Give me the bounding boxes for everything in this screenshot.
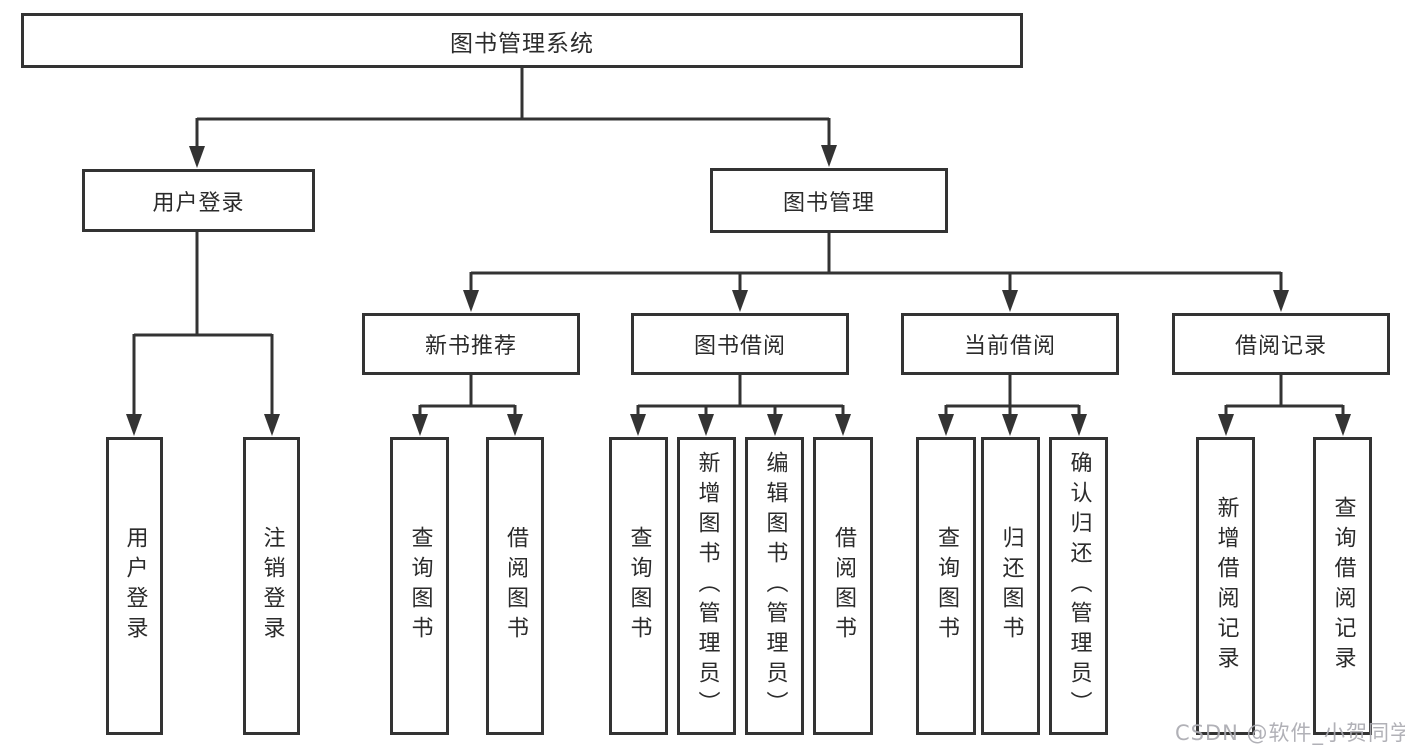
node-label: 图书借阅 (693, 334, 786, 359)
leaf-borrow-query-books: 查询图书 (609, 437, 668, 735)
node-label: 用户登录 (122, 526, 148, 646)
node-label: 编辑图书（管理员） (762, 451, 788, 721)
node-label: 借阅图书 (831, 526, 856, 646)
leaf-current-confirm-return-admin: 确认归还（管理员） (1049, 437, 1108, 735)
node-label: 借阅图书 (503, 526, 528, 646)
node-root-system: 图书管理系统 (21, 13, 1023, 68)
leaf-records-query-record: 查询借阅记录 (1313, 437, 1372, 735)
node-label: 注销登录 (259, 526, 285, 646)
leaf-records-add-record: 新增借阅记录 (1196, 437, 1255, 735)
node-label: 查询图书 (934, 526, 959, 646)
node-current-borrow: 当前借阅 (901, 313, 1119, 375)
node-label: 归还图书 (998, 526, 1024, 646)
leaf-recommend-borrow-books: 借阅图书 (486, 437, 544, 735)
node-label: 查询图书 (626, 526, 652, 646)
leaf-recommend-query-books: 查询图书 (390, 437, 449, 735)
node-label: 查询图书 (407, 526, 433, 646)
node-book-borrow: 图书借阅 (631, 313, 849, 375)
leaf-logout-login: 注销登录 (243, 437, 300, 735)
leaf-borrow-add-books-admin: 新增图书（管理员） (677, 437, 736, 735)
arrowheads (126, 145, 1351, 436)
node-label: 查询借阅记录 (1330, 496, 1356, 676)
leaf-current-return-books: 归还图书 (981, 437, 1040, 735)
node-label: 新增图书（管理员） (694, 451, 720, 721)
leaf-user-login: 用户登录 (106, 437, 163, 735)
leaf-borrow-borrow-books: 借阅图书 (813, 437, 873, 735)
leaf-borrow-edit-books-admin: 编辑图书（管理员） (745, 437, 804, 735)
node-label: 借阅记录 (1234, 334, 1327, 359)
node-label: 当前借阅 (963, 334, 1056, 359)
node-label: 新书推荐 (424, 334, 517, 359)
node-label: 用户登录 (152, 190, 245, 216)
node-label: 图书管理系统 (450, 30, 594, 57)
node-user-login: 用户登录 (82, 169, 315, 232)
node-book-management: 图书管理 (710, 168, 948, 233)
node-label: 图书管理 (782, 190, 875, 216)
node-label: 确认归还（管理员） (1066, 451, 1092, 721)
csdn-watermark: CSDN @软件_小贺同学 (1175, 721, 1405, 745)
node-new-book-recommend: 新书推荐 (362, 313, 580, 375)
leaf-current-query-books: 查询图书 (916, 437, 976, 735)
node-label: 新增借阅记录 (1213, 496, 1239, 676)
node-borrow-records: 借阅记录 (1172, 313, 1390, 375)
